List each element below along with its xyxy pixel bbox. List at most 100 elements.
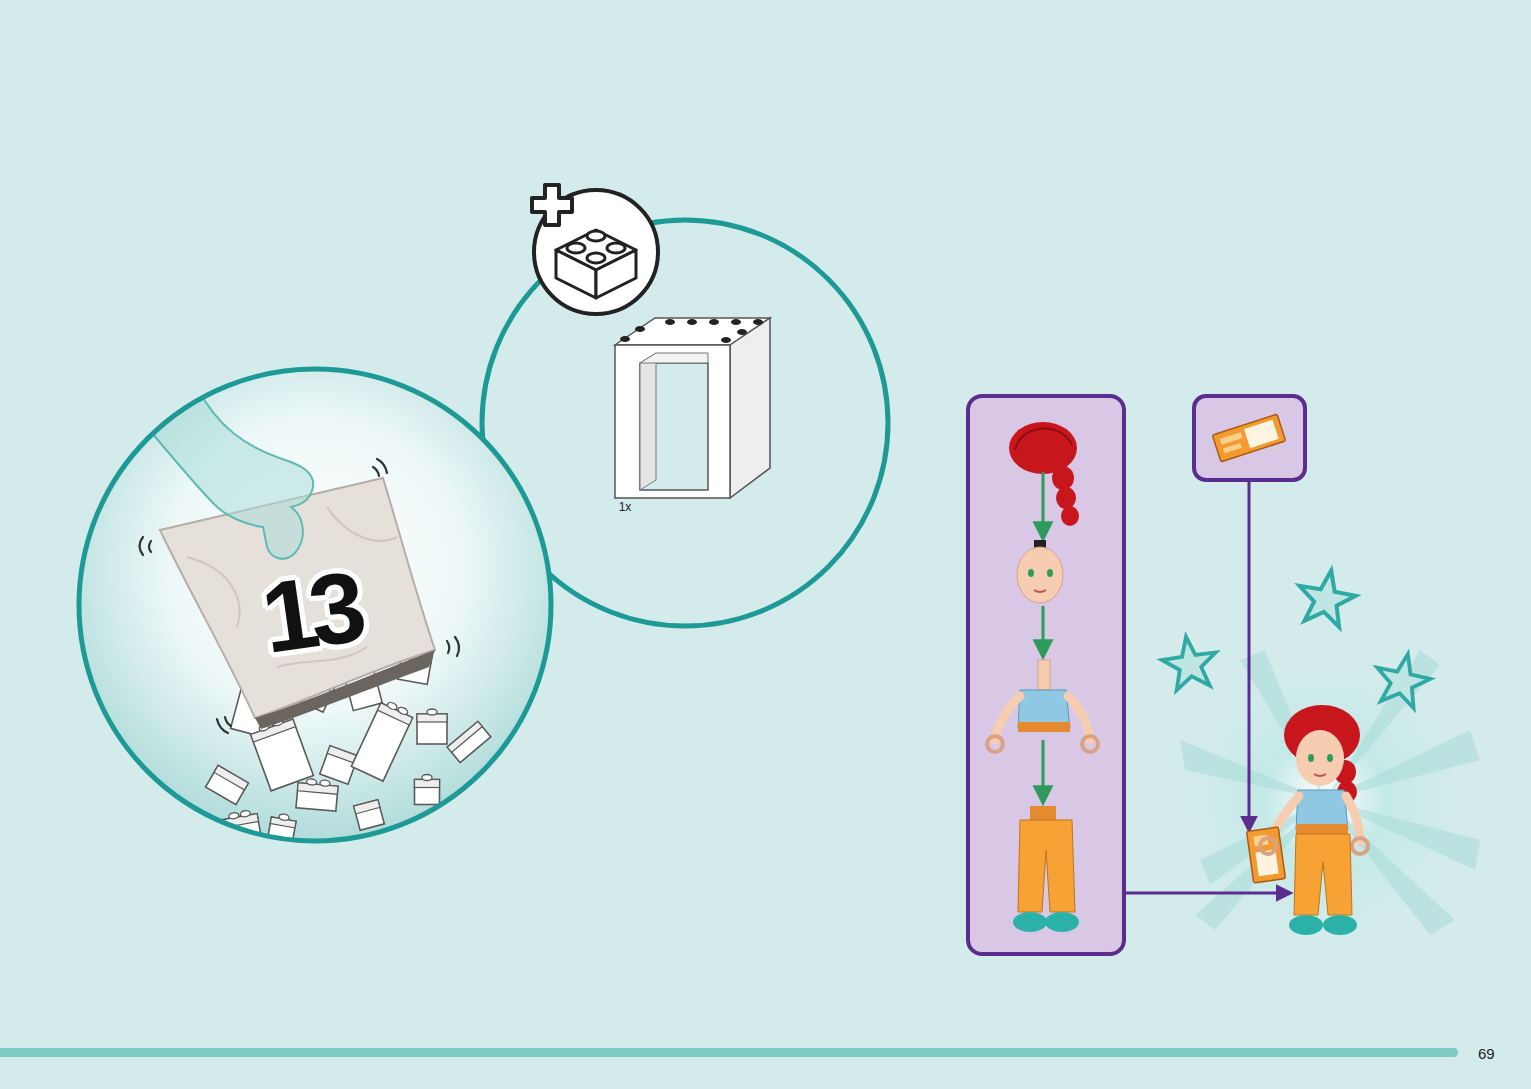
illustration-part	[721, 337, 731, 343]
illustration-part	[447, 721, 490, 762]
illustration-part	[1296, 730, 1344, 786]
illustration-part	[620, 319, 763, 343]
illustration-part	[1352, 838, 1368, 854]
illustration-part	[1327, 754, 1333, 762]
illustration-part	[995, 696, 1020, 740]
illustration-part	[306, 779, 316, 786]
illustration-part	[415, 780, 440, 805]
illustration-part	[354, 800, 385, 831]
illustration-part	[149, 541, 151, 552]
illustration-part	[251, 719, 314, 791]
illustration-part	[1220, 432, 1243, 445]
legs-piece	[1013, 806, 1079, 932]
green-arrow	[1042, 472, 1045, 538]
illustration-part	[1223, 443, 1242, 453]
illustration-part	[620, 336, 630, 342]
illustration-part	[753, 319, 763, 325]
illustration-part	[640, 353, 656, 490]
illustration-part	[79, 369, 551, 841]
illustration-part	[987, 736, 1003, 752]
illustration-part	[354, 800, 380, 814]
illustration-part	[615, 345, 730, 498]
illustration-part	[1045, 912, 1079, 932]
illustration-part	[1296, 718, 1345, 748]
illustration-part	[240, 810, 251, 818]
illustration-part	[1247, 827, 1286, 883]
illustration-part	[249, 714, 314, 790]
illustration-part	[1009, 422, 1077, 474]
illustration-part	[1018, 722, 1070, 732]
illustration-part	[556, 230, 636, 298]
illustration-part	[447, 721, 490, 762]
illustration-part	[635, 326, 645, 332]
text-holder: 1x	[619, 497, 632, 515]
illustration-part	[79, 369, 551, 841]
page-number: 69	[1478, 1045, 1495, 1062]
illustration-part	[640, 353, 708, 363]
card-piece	[1212, 414, 1285, 462]
illustration-part	[417, 709, 447, 744]
illustration-part	[455, 637, 459, 656]
illustration-part	[1150, 625, 1500, 975]
illustration-part	[1247, 827, 1286, 883]
illustration-part	[1371, 648, 1435, 710]
illustration-part	[1038, 660, 1050, 690]
illustration-part	[1314, 774, 1326, 776]
illustration-part	[206, 765, 249, 804]
part-quantity: 1x	[619, 501, 632, 513]
illustration-part	[422, 775, 432, 781]
illustration-part	[587, 253, 605, 263]
illustration-part	[296, 783, 338, 811]
bag-number: 13	[256, 556, 364, 668]
illustration-part	[1052, 466, 1074, 490]
illustration-part	[1056, 487, 1076, 509]
illustration-part	[665, 319, 675, 325]
illustration-part	[1015, 429, 1072, 450]
illustration-part	[417, 714, 447, 744]
illustration-part	[730, 318, 770, 498]
illustration-part	[140, 537, 144, 555]
illustration-part	[687, 319, 697, 325]
illustration-part	[737, 329, 747, 335]
illustration-part	[709, 319, 719, 325]
parts-panel	[1194, 396, 1305, 480]
illustration-part	[296, 778, 338, 811]
illustration-part	[1018, 820, 1075, 912]
illustration-part	[415, 775, 440, 805]
illustration-part	[1260, 838, 1276, 854]
illustration-part	[214, 765, 248, 789]
illustration-part	[731, 319, 741, 325]
bag-circle: 13	[77, 367, 553, 843]
illustration-part	[587, 231, 605, 241]
green-arrow	[1042, 606, 1045, 656]
illustration-part	[351, 698, 414, 781]
illustration-part	[1294, 566, 1360, 629]
illustration-part	[1013, 912, 1047, 932]
assembly-arrow	[1248, 482, 1251, 830]
starburst	[1150, 566, 1500, 975]
illustration-part	[1061, 506, 1079, 526]
illustration-part	[225, 717, 231, 726]
illustration-part	[279, 813, 290, 821]
illustration-part	[387, 701, 399, 711]
illustration-part	[206, 765, 249, 804]
illustration-part	[373, 467, 379, 476]
green-arrow	[1042, 740, 1045, 802]
illustration-part	[140, 459, 460, 733]
illustration-part	[377, 459, 387, 473]
illustration-part	[354, 800, 385, 831]
illustration-part	[1294, 834, 1352, 915]
illustration-part	[1082, 736, 1098, 752]
illustration-part	[1244, 420, 1279, 448]
finished-figure	[1247, 705, 1368, 935]
illustration-part	[607, 243, 625, 253]
illustration-part	[567, 243, 585, 253]
parts-panel	[968, 396, 1124, 954]
illustration-part	[1289, 915, 1323, 935]
illustration-part	[1017, 547, 1063, 603]
text-holder: 13	[256, 556, 364, 668]
illustration-part	[1159, 633, 1220, 692]
page-bar	[0, 1048, 1458, 1057]
illustration-part	[1323, 915, 1357, 935]
